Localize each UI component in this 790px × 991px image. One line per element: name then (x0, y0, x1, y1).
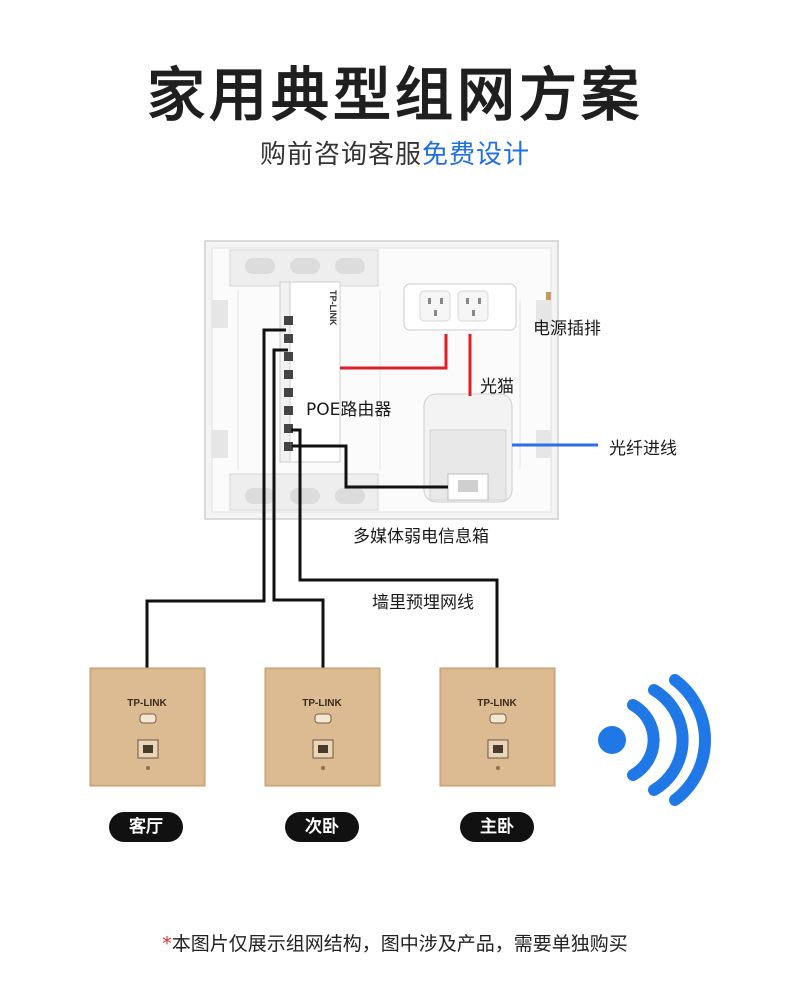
room-badge-living: 客厅 (109, 812, 183, 842)
room-cables (145, 328, 499, 670)
router-modem-cable (292, 444, 448, 489)
label-fiber-in: 光纤进线 (609, 439, 677, 459)
footnote-text: 本图片仅展示组网结构，图中涉及产品，需要单独购买 (171, 933, 628, 955)
poe-router: TP-LINK (279, 281, 341, 463)
wall-panel-master-bedroom: TP-LINK (439, 667, 556, 787)
power-lines (340, 334, 472, 396)
page-subtitle: 购前咨询客服免费设计 (0, 134, 790, 171)
panel-brand-living: TP-LINK (127, 698, 167, 709)
label-box: 多媒体弱电信息箱 (353, 527, 489, 547)
wifi-icon (598, 674, 711, 806)
panel-brand-master: TP-LINK (477, 698, 517, 709)
subtitle-highlight: 免费设计 (422, 140, 531, 170)
power-strip (403, 283, 517, 331)
panel-brand-second: TP-LINK (302, 698, 342, 709)
label-router: POE路由器 (306, 400, 392, 420)
label-cabling: 墙里预埋网线 (372, 593, 474, 613)
label-power-strip: 电源插排 (533, 319, 601, 339)
room-badge-second: 次卧 (285, 812, 359, 842)
room-badge-master: 主卧 (460, 812, 534, 842)
footnote: *本图片仅展示组网结构，图中涉及产品，需要单独购买 (0, 929, 790, 956)
wall-panel-second-bedroom: TP-LINK (264, 667, 381, 787)
label-modem: 光猫 (480, 377, 514, 397)
wall-panel-living: TP-LINK (89, 667, 206, 787)
router-brand: TP-LINK (328, 290, 338, 326)
page-title: 家用典型组网方案 (146, 61, 643, 129)
footnote-star: * (162, 933, 172, 955)
subtitle-prefix: 购前咨询客服 (259, 140, 422, 170)
